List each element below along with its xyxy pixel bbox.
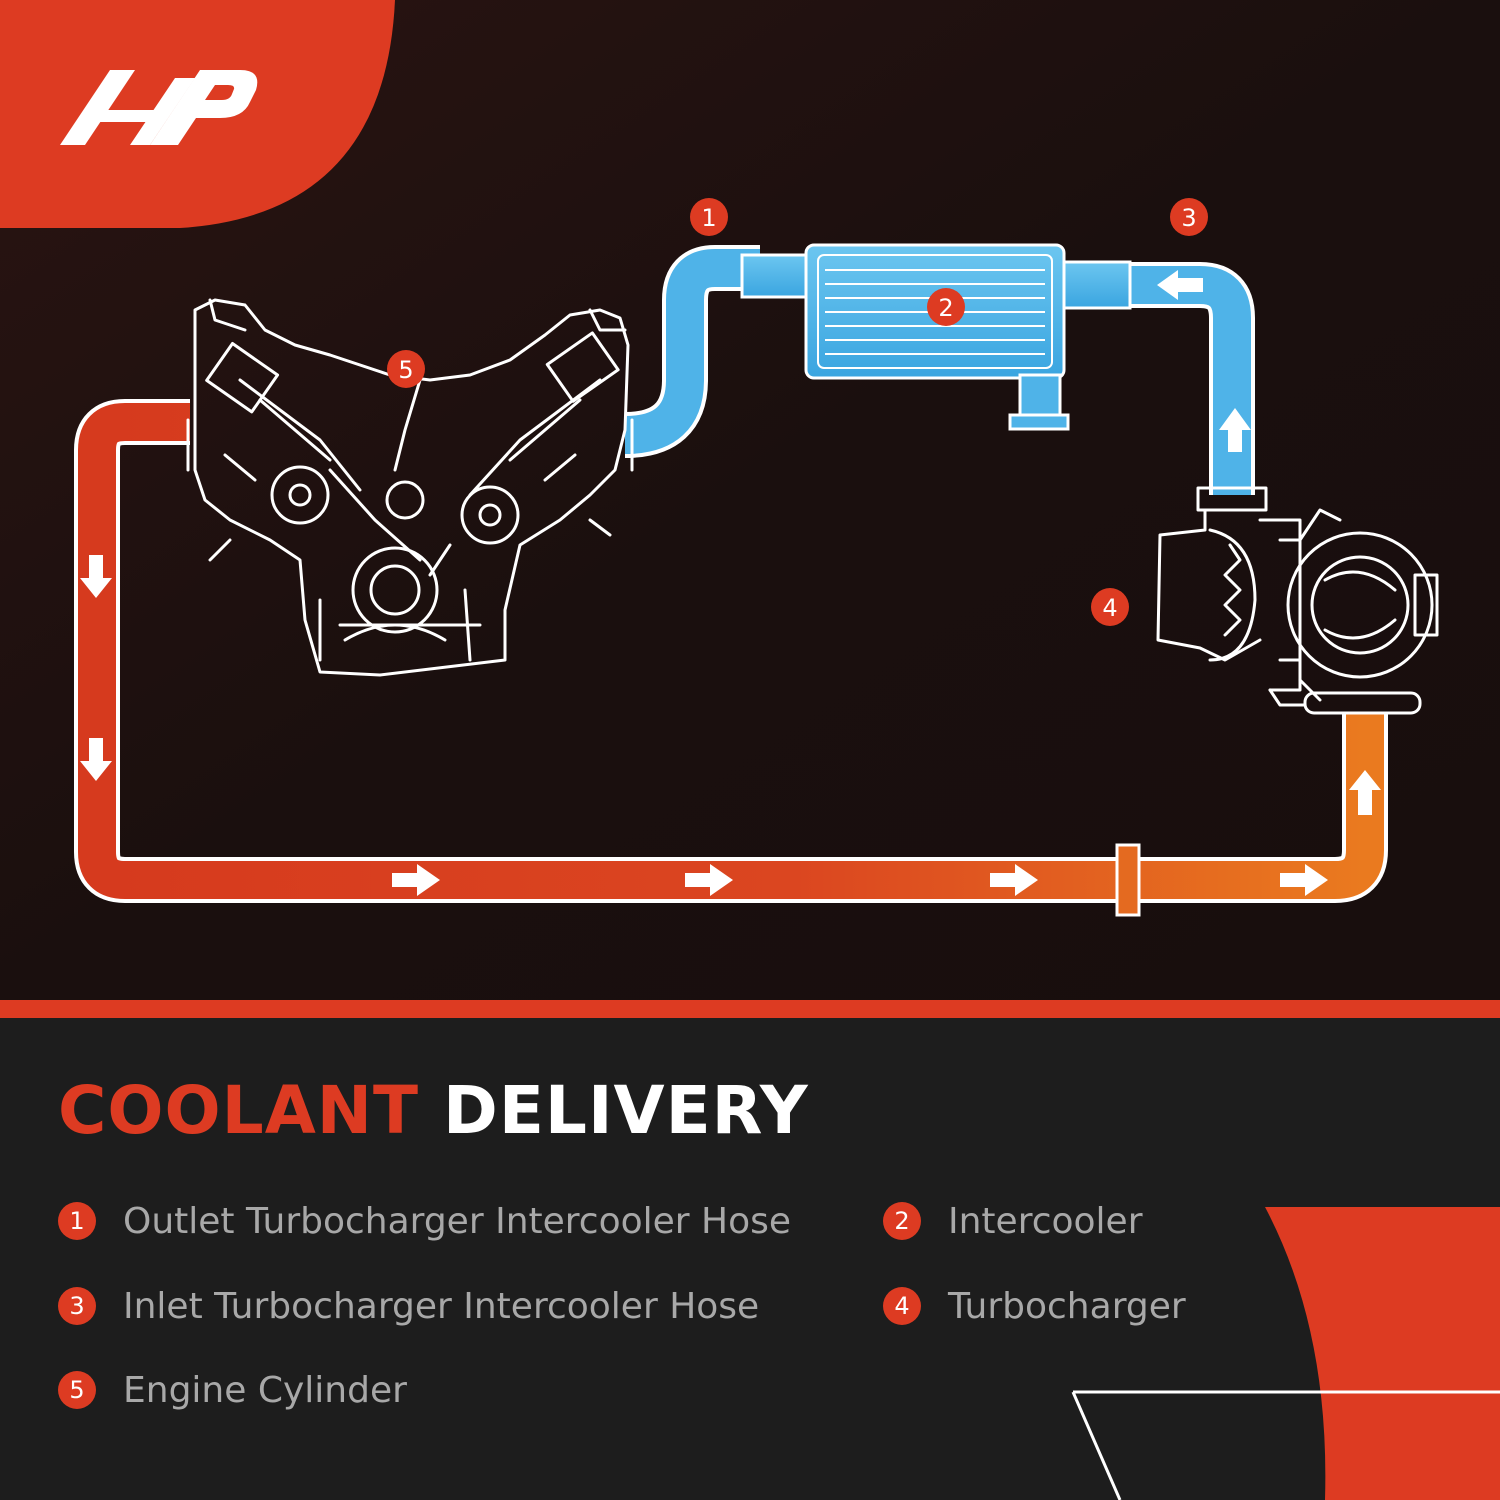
- arrow-icon: [1157, 270, 1203, 300]
- legend-label: Outlet Turbocharger Intercooler Hose: [123, 1200, 792, 1242]
- section-title: COOLANT DELIVERY: [58, 1072, 809, 1149]
- legend-background: [0, 1018, 1500, 1500]
- svg-text:3: 3: [1181, 204, 1196, 232]
- legend-item-2: 2 Intercooler: [883, 1197, 1143, 1245]
- flow-arrows: [80, 270, 1381, 896]
- arrow-icon: [1349, 770, 1381, 815]
- title-word-delivery: DELIVERY: [443, 1072, 809, 1149]
- corner-accent-line: [1071, 1390, 1500, 1500]
- svg-text:5: 5: [398, 356, 413, 384]
- legend-item-4: 4 Turbocharger: [883, 1282, 1186, 1330]
- badge-4: 4: [1091, 588, 1129, 626]
- legend-number: 5: [58, 1371, 96, 1409]
- legend-item-1: 1 Outlet Turbocharger Intercooler Hose: [58, 1197, 791, 1245]
- svg-text:1: 1: [701, 204, 716, 232]
- return-hose: [78, 403, 1384, 899]
- arrow-icon: [685, 864, 733, 896]
- legend-label: Engine Cylinder: [123, 1369, 407, 1411]
- svg-text:4: 4: [1102, 594, 1117, 622]
- legend-item-5: 5 Engine Cylinder: [58, 1366, 407, 1414]
- outlet-hose: [624, 249, 760, 454]
- arrow-icon: [1280, 864, 1328, 896]
- turbocharger: [1156, 486, 1439, 715]
- svg-text:2: 2: [938, 294, 953, 322]
- legend-number: 4: [883, 1287, 921, 1325]
- legend-number: 2: [883, 1202, 921, 1240]
- arrow-icon: [80, 555, 112, 598]
- corner-accent-shape: [1265, 1207, 1500, 1500]
- legend-number: 3: [58, 1287, 96, 1325]
- badge-3: 3: [1170, 198, 1208, 236]
- title-word-coolant: COOLANT: [58, 1072, 420, 1149]
- arrow-icon: [392, 864, 440, 896]
- legend-label: Turbocharger: [948, 1285, 1186, 1327]
- divider-bar: [0, 1000, 1500, 1018]
- legend-item-3: 3 Inlet Turbocharger Intercooler Hose: [58, 1282, 759, 1330]
- badge-2: 2: [927, 288, 965, 326]
- arrow-icon: [990, 864, 1038, 896]
- legend-label: Inlet Turbocharger Intercooler Hose: [123, 1285, 760, 1327]
- arrow-icon: [80, 738, 112, 781]
- legend-number: 1: [58, 1202, 96, 1240]
- legend-label: Intercooler: [948, 1200, 1143, 1242]
- badge-5: 5: [387, 350, 425, 388]
- hose-coupler: [1115, 843, 1141, 917]
- engine-cylinder: [186, 298, 634, 677]
- arrow-icon: [1219, 408, 1251, 452]
- brand-logo: [60, 70, 258, 145]
- badge-1: 1: [690, 198, 728, 236]
